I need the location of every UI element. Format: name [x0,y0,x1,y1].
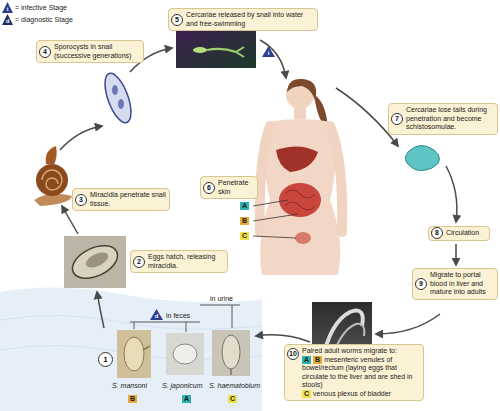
label-text: in feces [166,312,190,320]
step-number: 1 [103,355,107,364]
legend-icon-letter: d [2,18,13,25]
step-number: 8 [431,227,443,239]
step-number-node: 1 [98,352,113,367]
egg [173,344,197,364]
step-number: 10 [287,348,299,360]
species-tag: C [228,395,237,403]
step-text: Sporocysts in snail (successive generati… [54,43,131,59]
leader-line [253,214,298,221]
species-tag: C [240,232,249,240]
species-name: S. japonicum [162,382,202,390]
step-box: 7Cercariae lose tails during penetration… [388,103,498,135]
snail-shell [36,164,68,196]
cycle-arrow [376,314,440,334]
step-number: 4 [39,46,51,58]
species-tag: A [240,202,249,210]
step-number: 2 [133,256,145,268]
cycle-arrow [256,335,310,342]
step-number: 6 [203,182,215,194]
stage-icon: i [262,46,275,57]
legend-text: = diagnostic Stage [15,14,73,25]
step-text: Circulation [446,229,479,236]
step-number: 7 [391,113,403,125]
cycle-arrow [60,126,102,150]
species-tag: B [128,395,137,403]
legend-row: = infective Stage [2,2,73,14]
bladder [295,232,311,244]
miracidium [84,249,111,270]
cercaria-body [193,47,207,53]
step-text: venous plexus of bladder [313,390,391,397]
step-text: Penetrate skin [218,179,248,195]
cercariae-photo [176,30,256,68]
step-number: 5 [171,14,183,26]
species-name: S. mansoni [112,382,147,390]
sporocyst-germ [112,85,118,95]
leader-line [253,200,288,206]
step-text: Cercariae released by snail into water a… [186,11,303,27]
snail-spiral [42,170,62,190]
step-text: Miracidia penetrate snail tissue. [90,191,166,207]
step-box: 5Cercariae released by snail into water … [168,8,318,31]
species-tag: A [302,356,311,364]
egg-photo [166,333,204,375]
water-background [0,287,262,411]
step-number: 9 [415,278,427,290]
step-text: Migrate to portal blood in liver and mat… [430,271,486,295]
legend-icon-letter: i [2,6,13,13]
cycle-arrow [455,244,457,265]
intestines [279,183,321,217]
egg [124,337,144,371]
step-text: Eggs hatch, releasing miracidia. [148,253,215,269]
egg-photo [212,330,250,376]
cercaria-tail [207,47,244,57]
step-box: 8Circulation [428,226,490,241]
label-text: in urine [210,295,233,303]
egg [222,335,240,369]
step-text: Paired adult worms migrate to: [302,347,397,354]
step-number: 3 [75,194,87,206]
sporocyst [100,70,137,126]
step-box: 10Paired adult worms migrate to:ABmesent… [284,344,424,401]
step-box: 3Miracidia penetrate snail tissue. [72,188,170,211]
sporocyst-germ [118,99,124,109]
step-box: 9Migrate to portal blood in liver and ma… [412,268,498,300]
egg-spine [143,346,150,350]
species-tag: B [240,217,249,225]
step-text: Cercariae lose tails during penetration … [406,106,487,130]
bracket [200,305,240,328]
bracket [130,322,200,332]
egg-photo [117,330,151,378]
cycle-arrow [446,166,457,222]
legend-row: = diagnostic Stage [2,14,73,26]
schistosomulum [405,145,439,170]
leader-line [253,236,296,238]
step-box: 2Eggs hatch, releasing miracidia. [130,250,228,273]
legend: = infective Stage= diagnostic Stage [2,2,73,26]
cycle-arrow [260,40,286,78]
hatching-egg [67,239,122,285]
step-box: 6Penetrate skin [200,176,258,199]
legend-text: = infective Stage [15,2,67,13]
species-tag: A [182,395,191,403]
species-name: S. haematobium [209,382,260,390]
species-tag: C [302,390,311,398]
step-box: 4Sporocysts in snail (successive generat… [36,40,144,63]
egg-spine [230,369,232,375]
woman-torso [260,119,340,275]
species-tag: B [313,356,322,364]
woman-neck [294,107,306,119]
cycle-arrow [97,292,104,328]
woman-arm [260,126,270,232]
woman-arm [330,126,342,232]
intestine-coils [285,190,315,210]
snail-spire [46,146,57,165]
egg-hatch-photo [64,236,126,288]
liver [276,146,318,172]
